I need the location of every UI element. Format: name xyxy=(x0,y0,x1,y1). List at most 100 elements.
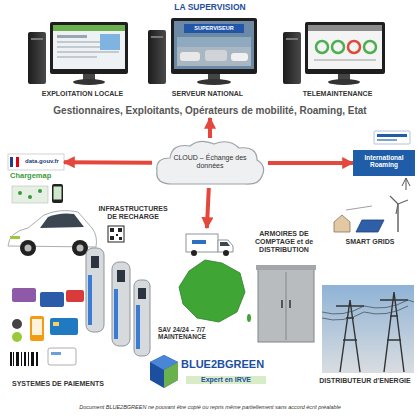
power-lines-photo xyxy=(322,306,408,320)
cloud-node: CLOUD – Échange des données xyxy=(152,138,268,188)
computer-illustration xyxy=(177,37,251,66)
computer-illustration xyxy=(57,51,119,53)
charging-station xyxy=(134,280,150,356)
payment-icons xyxy=(36,352,38,366)
computer-illustration xyxy=(283,22,385,85)
power-lines-photo xyxy=(380,292,408,372)
smart-grid-illustration xyxy=(356,220,384,232)
smart-grid-illustration xyxy=(390,196,408,214)
payment-icons xyxy=(51,352,61,355)
france-map xyxy=(179,260,251,322)
charging-station xyxy=(136,305,140,349)
qr-code xyxy=(116,234,118,236)
payment-icons xyxy=(48,348,76,365)
payment-icons xyxy=(12,332,22,342)
part-label: DISTRIBUTEUR d'ENERGIE xyxy=(312,377,418,385)
computer-illustration xyxy=(28,22,128,85)
power-lines-photo xyxy=(322,285,414,373)
service-van xyxy=(186,234,218,252)
france-map xyxy=(247,314,251,322)
roaming-logo xyxy=(377,139,397,141)
computer-illustration xyxy=(205,50,227,61)
charging-station xyxy=(91,256,99,268)
charging-station xyxy=(117,270,125,282)
computer-illustration xyxy=(332,41,344,53)
charging-station xyxy=(86,248,150,356)
qr-code xyxy=(108,226,124,242)
electric-car xyxy=(72,240,88,256)
chargemap-app xyxy=(52,184,63,203)
company-logo xyxy=(164,362,178,388)
computer-illustration xyxy=(28,32,46,84)
smart-grid-illustration xyxy=(346,206,372,210)
open-data-logo xyxy=(8,154,64,170)
open-data-node: data.gouv.fr xyxy=(8,154,64,170)
payment-icons xyxy=(12,288,36,302)
computer-illustration xyxy=(174,21,254,69)
company-logo xyxy=(150,355,178,388)
distribution-cabinet xyxy=(289,300,291,308)
company-name: BLUE2BGREEN xyxy=(181,358,281,371)
payment-icons xyxy=(28,352,29,366)
computer-illustration xyxy=(50,22,128,74)
node-text: TELEMAINTENANCE xyxy=(280,90,395,98)
node-text: SERVEUR NATIONAL xyxy=(145,90,270,98)
service-van xyxy=(192,240,206,244)
payment-icons xyxy=(10,352,12,366)
chargemap-app xyxy=(12,184,63,203)
node-text: Gestionnaires, Exploitants, Opérateurs d… xyxy=(5,104,415,118)
node-text: data.gouv.fr xyxy=(20,158,64,165)
qr-code xyxy=(108,226,124,242)
data-exchange-arrow xyxy=(208,118,212,138)
service-van xyxy=(220,242,230,246)
qr-code xyxy=(119,237,122,240)
app-node: Chargemap xyxy=(10,172,66,204)
data-exchange-arrow xyxy=(268,161,353,165)
node-text: International Roaming xyxy=(355,154,413,169)
smart-grid-illustration xyxy=(334,215,350,232)
maintenance-node: SAV 24/24 – 7/7 MAINTENANCE xyxy=(158,228,250,348)
payment-icons xyxy=(30,316,44,341)
payment-icons xyxy=(31,352,34,366)
payment-icons xyxy=(10,352,38,366)
computer-illustration xyxy=(180,52,200,61)
diagram-title: LA SUPERVISION xyxy=(110,3,310,13)
distribution-cabinet xyxy=(281,300,283,308)
computer-illustration xyxy=(305,22,385,74)
computer-illustration xyxy=(177,37,251,47)
chargemap-app xyxy=(54,187,62,200)
electric-car xyxy=(10,236,20,239)
electric-car xyxy=(8,211,97,256)
computer-illustration xyxy=(328,79,360,85)
payment-icons xyxy=(10,288,84,366)
computer-illustration xyxy=(184,24,244,33)
computer-illustration xyxy=(364,41,376,53)
node-text: SAV 24/24 – 7/7 MAINTENANCE xyxy=(158,326,220,341)
node-text: Chargemap xyxy=(10,172,66,181)
qr-code xyxy=(110,236,114,240)
electric-car xyxy=(77,245,84,252)
charging-station xyxy=(138,288,146,299)
electric-car xyxy=(20,240,36,256)
open-data-logo xyxy=(8,154,64,170)
qr-code xyxy=(118,228,122,232)
computer-node: EXPLOITATION LOCALE xyxy=(25,20,140,100)
roaming-logo xyxy=(377,134,407,137)
payment-icons xyxy=(24,352,26,366)
distribution-cabinet xyxy=(256,265,316,270)
company-logo xyxy=(150,355,178,388)
payment-icons xyxy=(66,290,84,302)
charging-station xyxy=(112,262,130,346)
part-label: SYSTEMES DE PAIEMENTS xyxy=(2,380,114,388)
computer-illustration xyxy=(57,56,97,58)
chargemap-app xyxy=(28,195,32,199)
power-lines-photo xyxy=(336,300,364,372)
part-label: INFRASTRUCTURES DE RECHARGE xyxy=(94,205,172,221)
roaming-logo xyxy=(402,178,410,190)
electric-car xyxy=(25,245,32,252)
copyright-note: Document BLUE2BGREEN ne pouvant être cop… xyxy=(5,404,415,410)
chargemap-app xyxy=(12,186,48,203)
